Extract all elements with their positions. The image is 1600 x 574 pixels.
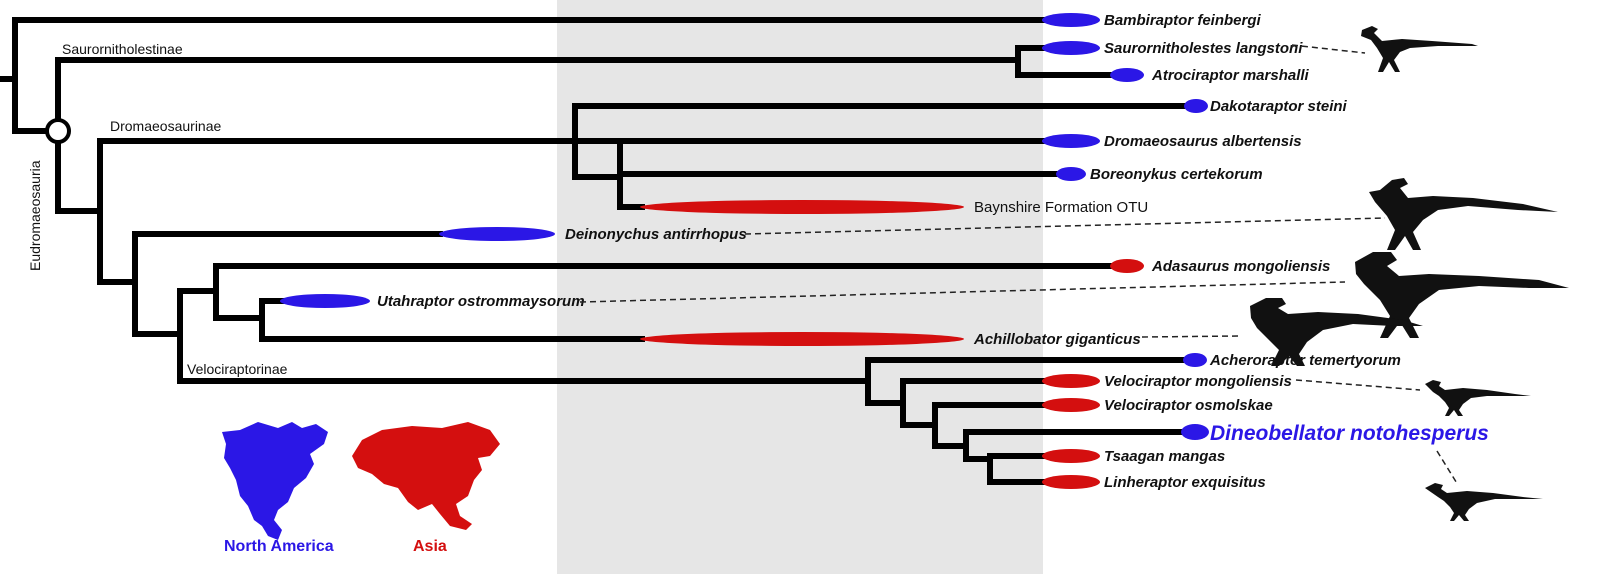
achillobator-silhouette [1250,298,1423,366]
stratigraphic-band [557,0,1043,574]
taxon-label: Velociraptor mongoliensis [1104,373,1292,390]
range-deinonychus [439,227,555,241]
dineobellator-silhouette [1425,483,1543,521]
legend-north-america: North America [224,538,334,555]
legend-asia: Asia [413,538,447,555]
taxon-label: Boreonykus certekorum [1090,166,1263,183]
range-acheroraptor [1183,353,1207,367]
taxon-label: Tsaagan mangas [1104,448,1225,465]
taxon-label: Atrociraptor marshalli [1151,67,1310,84]
taxon-label: Dromaeosaurus albertensis [1104,133,1302,150]
taxon-labels: Bambiraptor feinbergi Saurornitholestes … [377,12,1489,491]
range-velociraptor-mongoliensis [1042,374,1100,388]
range-linheraptor [1042,475,1100,489]
north-america-map [222,422,328,540]
clade-label-eudromaeosauria: Eudromaeosauria [27,160,43,271]
range-utahraptor [280,294,370,308]
taxon-label: Baynshire Formation OTU [974,199,1148,216]
deinonychus-silhouette [1369,178,1558,250]
raptor-silhouette [1361,26,1478,72]
range-bars [280,13,1209,489]
range-saurornitholestes [1042,41,1100,55]
range-dineobellator [1181,424,1209,440]
taxon-label: Utahraptor ostrommaysorum [377,293,585,310]
taxon-label: Achillobator giganticus [973,331,1141,348]
range-boreonykus [1056,167,1086,181]
range-velociraptor-osmolskae [1042,398,1100,412]
range-baynshire [640,200,964,214]
range-bambiraptor [1042,13,1100,27]
asia-map [352,422,500,530]
velociraptor-silhouette [1425,380,1531,416]
range-atrociraptor [1110,68,1144,82]
taxon-label: Linheraptor exquisitus [1104,474,1266,491]
range-dromaeosaurus [1042,134,1100,148]
taxon-label: Dakotaraptor steini [1210,98,1348,115]
clade-label-saurornitholestinae: Saurornitholestinae [62,41,183,57]
taxon-label-highlighted: Dineobellator notohesperus [1210,422,1489,445]
range-achillobator [640,332,964,346]
taxon-label: Deinonychus antirrhopus [565,226,747,243]
range-adasaurus [1110,259,1144,273]
taxon-label: Bambiraptor feinbergi [1104,12,1262,29]
clade-label-dromaeosaurinae: Dromaeosaurinae [110,118,221,134]
eudromaeosauria-node [45,118,71,144]
taxon-label: Saurornitholestes langstoni [1104,40,1303,57]
range-dakotaraptor [1184,99,1208,113]
taxon-label: Velociraptor osmolskae [1104,397,1273,414]
clade-label-velociraptorinae: Velociraptorinae [187,361,288,377]
taxon-label: Acheroraptor temertyorum [1209,352,1401,369]
silhouette-connectors [579,44,1459,486]
taxon-label: Adasaurus mongoliensis [1151,258,1330,275]
tree-branches [0,17,1196,485]
utahraptor-silhouette [1355,252,1569,338]
range-tsaagan [1042,449,1100,463]
